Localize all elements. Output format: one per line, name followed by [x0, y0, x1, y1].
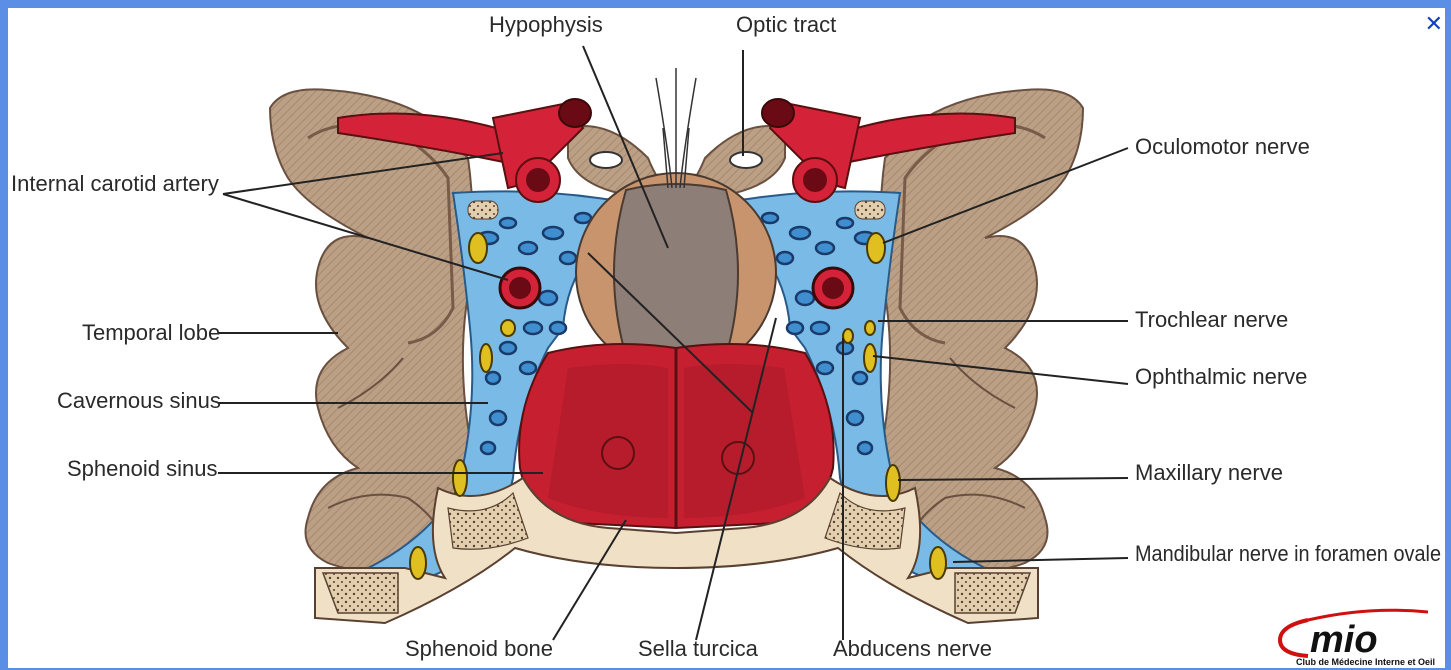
label-abducens-nerve: Abducens nerve — [833, 636, 992, 661]
mio-logo: mio Club de Médecine Interne et Oeil — [1280, 610, 1435, 667]
label-hypophysis: Hypophysis — [489, 12, 603, 37]
label-internal-carotid-artery: Internal carotid artery — [11, 171, 219, 196]
label-sella-turcica: Sella turcica — [638, 636, 759, 661]
logo-text: mio — [1310, 619, 1378, 661]
label-sphenoid-sinus: Sphenoid sinus — [67, 456, 217, 481]
logo-subtitle: Club de Médecine Interne et Oeil — [1296, 657, 1435, 667]
label-optic-tract: Optic tract — [736, 12, 836, 37]
label-mandibular-nerve: Mandibular nerve in foramen ovale — [1135, 541, 1441, 566]
label-temporal-lobe: Temporal lobe — [82, 320, 220, 345]
label-sphenoid-bone: Sphenoid bone — [405, 636, 553, 661]
label-trochlear-nerve: Trochlear nerve — [1135, 307, 1288, 332]
label-cavernous-sinus: Cavernous sinus — [57, 388, 221, 413]
diagram-frame: ✕ — [8, 8, 1445, 668]
cavernous-sinus-diagram: Hypophysis Optic tract Internal carotid … — [8, 8, 1445, 668]
label-maxillary-nerve: Maxillary nerve — [1135, 460, 1283, 485]
label-ophthalmic-nerve: Ophthalmic nerve — [1135, 364, 1307, 389]
label-oculomotor-nerve: Oculomotor nerve — [1135, 134, 1310, 159]
